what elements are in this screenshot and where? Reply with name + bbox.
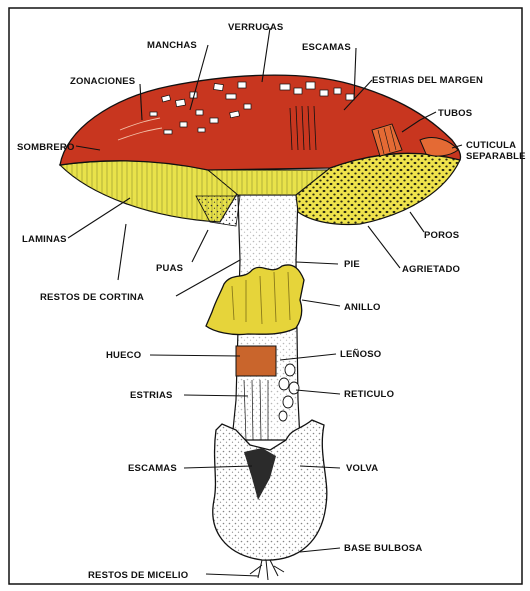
label-zonaciones: ZONACIONES [70,76,135,87]
label-cuticula: CUTICULA [466,140,516,151]
label-poros: POROS [424,230,459,241]
label-laminas: LAMINAS [22,234,67,245]
label-manchas: MANCHAS [147,40,197,51]
label-base-bulbosa: BASE BULBOSA [344,543,422,554]
label-hueco: HUECO [106,350,141,361]
label-sombrero: SOMBRERO [17,142,75,153]
label-lenoso: LEÑOSO [340,349,381,360]
hollow-section [236,346,276,376]
label-puas: PUAS [156,263,183,274]
label-separable: SEPARABLE [466,151,526,162]
label-agrietado: AGRIETADO [402,264,460,275]
label-volva: VOLVA [346,463,378,474]
label-anillo: ANILLO [344,302,381,313]
label-verrugas: VERRUGAS [228,22,283,33]
label-estrias-margen: ESTRIAS DEL MARGEN [372,75,483,86]
label-restos-cortina: RESTOS DE CORTINA [40,292,144,303]
label-escamas-bottom: ESCAMAS [128,463,177,474]
label-tubos: TUBOS [438,108,472,119]
label-estrias: ESTRIAS [130,390,173,401]
label-pie: PIE [344,259,360,270]
label-reticulo: RETICULO [344,389,394,400]
label-restos-micelio: RESTOS DE MICELIO [88,570,188,581]
label-escamas-top: ESCAMAS [302,42,351,53]
